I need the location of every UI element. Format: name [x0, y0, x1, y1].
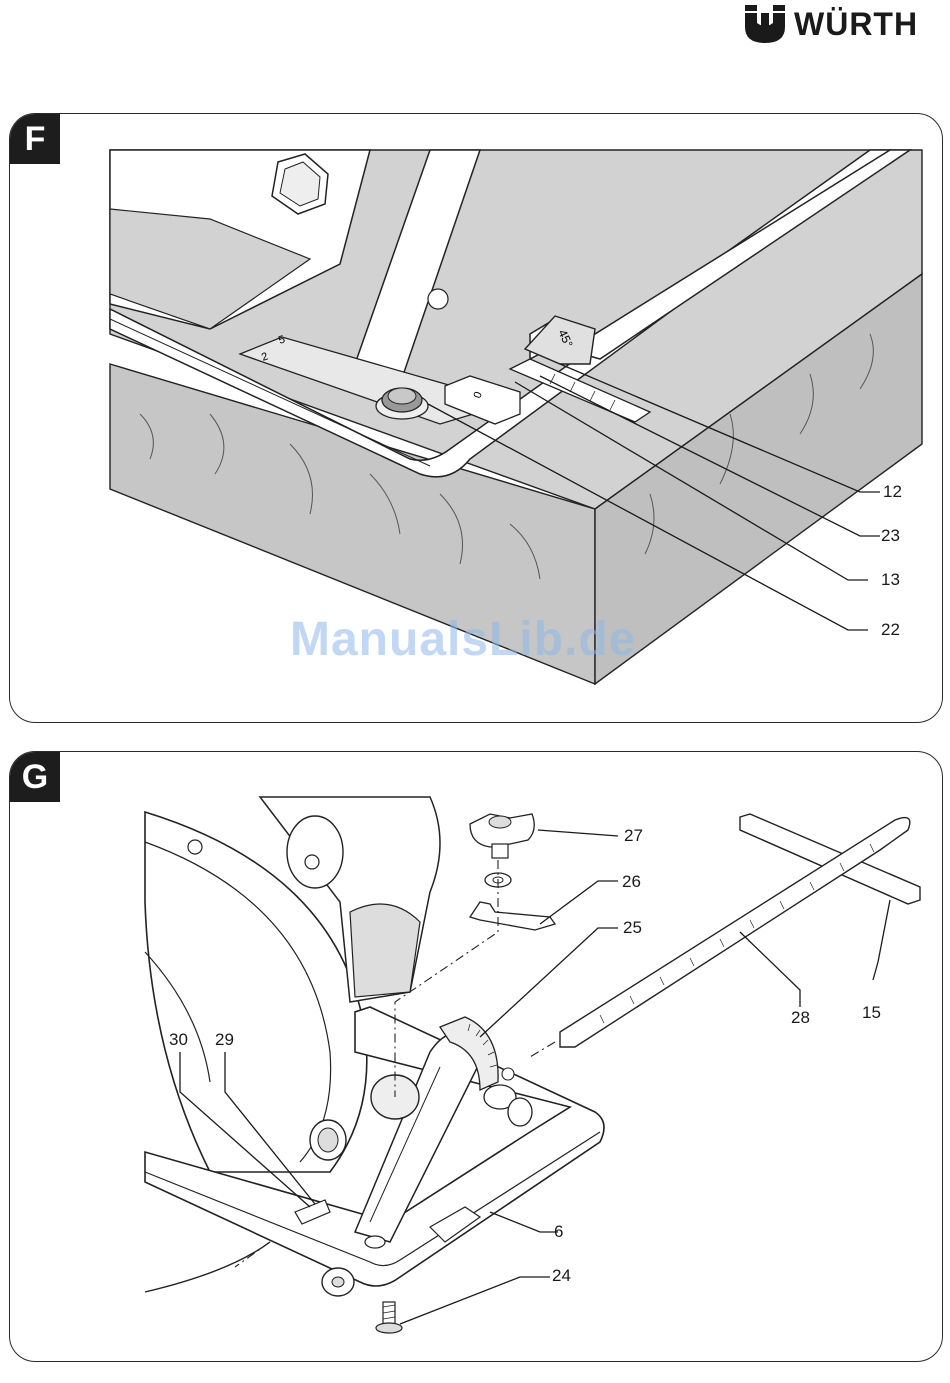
clamp-plate-26 [470, 902, 555, 930]
callout-12: 12 [883, 482, 902, 502]
callout-13: 13 [881, 570, 900, 590]
brand-logo: WÜRTH [744, 2, 950, 46]
callout-26: 26 [622, 872, 641, 892]
screw-24 [376, 1302, 402, 1333]
callout-15: 15 [862, 1003, 881, 1023]
callout-25: 25 [623, 918, 642, 938]
callout-29: 29 [215, 1030, 234, 1050]
callout-28: 28 [791, 1008, 810, 1028]
callout-27: 27 [624, 826, 643, 846]
saw-accessory-assembly-illustration [10, 752, 942, 1361]
callout-24: 24 [552, 1266, 571, 1286]
watermark: ManualsLib.de [290, 612, 636, 667]
wing-nut-27 [470, 814, 534, 858]
callout-30: 30 [169, 1030, 188, 1050]
guide-ruler-28 [560, 818, 910, 1047]
base-roller [322, 1268, 354, 1296]
callout-6: 6 [554, 1222, 563, 1242]
figure-panel-g: G [9, 751, 943, 1362]
callout-22: 22 [881, 620, 900, 640]
callout-23: 23 [881, 526, 900, 546]
brand-name: WÜRTH [794, 6, 918, 43]
wurth-logo-icon [744, 3, 786, 45]
